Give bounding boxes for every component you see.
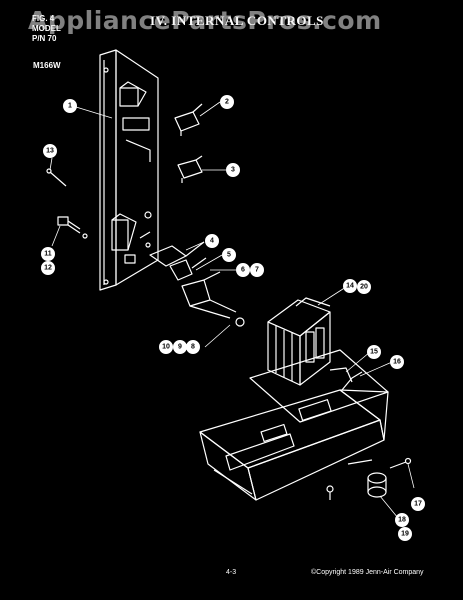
svg-text:3: 3 (231, 167, 235, 174)
figure-label: FIG. 4 (32, 14, 55, 23)
callout-2: 2 (220, 95, 234, 109)
callouts: 1 2 3 4 5 6 7 8 9 10 11 12 13 14 15 16 1… (41, 95, 425, 541)
part-number-label: P/N 70 (32, 34, 57, 43)
base-plate (199, 349, 389, 501)
control-bracket (99, 49, 159, 291)
actuator-4-5 (149, 241, 207, 281)
callout-16: 16 (390, 355, 404, 369)
callout-14: 14 (343, 279, 357, 293)
svg-text:20: 20 (360, 284, 368, 291)
callout-11: 11 (41, 247, 55, 261)
svg-text:4: 4 (210, 238, 214, 245)
svg-text:17: 17 (414, 501, 422, 508)
model-number: M166W (33, 61, 61, 70)
callout-1: 1 (63, 99, 77, 113)
svg-text:10: 10 (162, 344, 170, 351)
bolt-11-12 (57, 216, 88, 239)
svg-text:12: 12 (44, 265, 52, 272)
callout-6: 6 (236, 263, 250, 277)
page-title: IV. INTERNAL CONTROLS (150, 13, 324, 28)
svg-text:18: 18 (398, 517, 406, 524)
svg-text:7: 7 (255, 267, 259, 274)
leader-lines (49, 101, 415, 519)
svg-text:15: 15 (370, 349, 378, 356)
callout-12: 12 (41, 261, 55, 275)
switch-2 (174, 103, 203, 136)
svg-text:2: 2 (225, 99, 229, 106)
svg-text:1: 1 (68, 103, 72, 110)
screw-13 (46, 168, 67, 187)
callout-10: 10 (159, 340, 173, 354)
callout-17: 17 (411, 497, 425, 511)
svg-text:8: 8 (191, 344, 195, 351)
svg-text:9: 9 (178, 344, 182, 351)
screw-17 (389, 457, 412, 469)
svg-text:5: 5 (227, 252, 231, 259)
svg-text:11: 11 (44, 251, 52, 258)
svg-text:6: 6 (241, 267, 245, 274)
callout-20: 20 (357, 280, 371, 294)
callout-4: 4 (205, 234, 219, 248)
transformer (267, 297, 331, 386)
copyright-notice: ©Copyright 1989 Jenn-Air Company (311, 569, 424, 576)
callout-5: 5 (222, 248, 236, 262)
svg-text:13: 13 (46, 148, 54, 155)
switch-3 (177, 155, 203, 183)
page-number: 4-3 (226, 569, 237, 576)
callout-7: 7 (250, 263, 264, 277)
watermark: AppliancePartsPros.com (28, 6, 382, 35)
model-label: MODEL (32, 24, 61, 33)
switch-assembly-8-9-10 (181, 271, 245, 327)
callout-15: 15 (367, 345, 381, 359)
callout-8: 8 (186, 340, 200, 354)
callout-13: 13 (43, 144, 57, 158)
foot-bumper (367, 472, 387, 498)
callout-18: 18 (395, 513, 409, 527)
svg-text:19: 19 (401, 531, 409, 538)
callout-3: 3 (226, 163, 240, 177)
svg-text:14: 14 (346, 283, 354, 290)
callout-9: 9 (173, 340, 187, 354)
callout-19: 19 (398, 527, 412, 541)
svg-text:16: 16 (393, 359, 401, 366)
